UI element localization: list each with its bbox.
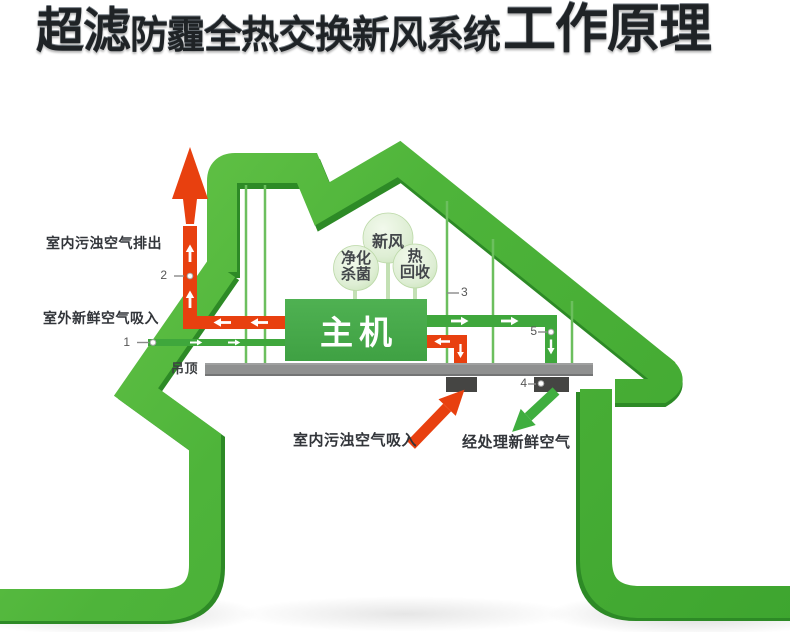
bubble-fresh-air-label: 新风 <box>362 228 414 252</box>
title-segment-2: 防霾全热交换新风系统 <box>130 14 501 57</box>
dirty-intake-vent <box>446 377 477 392</box>
main-unit-box <box>285 299 427 361</box>
bubble-purify-sterilize <box>333 245 379 291</box>
bubble-heat-recovery <box>392 243 438 289</box>
marker-leader-lines <box>137 275 547 385</box>
marker-dots <box>149 272 555 387</box>
exhaust-up-arrow-icon <box>172 147 208 224</box>
label-ceiling: 吊顶 <box>171 361 199 376</box>
label-treated-fresh-air: 经处理新鲜空气 <box>462 434 571 451</box>
marker-5: 5 <box>530 324 537 338</box>
label-indoor-dirty-air-suction: 室内污浊空气吸入 <box>293 432 418 449</box>
bubble-fresh-air-line: 新风 <box>371 234 404 251</box>
bubble-heat-recovery-label: 热 回收 <box>392 249 438 281</box>
bubble-heat-line: 热 <box>407 248 423 265</box>
label-indoor-dirty-air-out: 室内污浊空气排出 <box>46 235 162 251</box>
dirty-intake-arrow-icon <box>407 389 465 449</box>
marker-4: 4 <box>520 376 527 390</box>
bubble-purify-line: 净化 <box>340 250 371 267</box>
label-outdoor-fresh-air-in: 室外新鲜空气吸入 <box>43 310 159 326</box>
title-segment-1: 超滤 <box>36 5 131 59</box>
fresh-air-pipes <box>148 315 557 363</box>
marker-1: 1 <box>123 335 130 349</box>
marker-3: 3 <box>461 285 468 299</box>
bubble-purify-sterilize-label: 净化 杀菌 <box>331 251 381 283</box>
page-title: 超滤 防霾全热交换新风系统 工作原理 <box>36 0 712 59</box>
bubble-sterilize-line: 杀菌 <box>340 266 371 283</box>
ceiling-bar <box>205 363 593 376</box>
house-outline <box>0 140 790 621</box>
feature-bubbles <box>333 212 438 291</box>
duct-lines <box>244 185 574 363</box>
treated-fresh-arrow-icon <box>512 387 560 432</box>
marker-2: 2 <box>160 268 167 282</box>
title-segment-3: 工作原理 <box>503 0 712 59</box>
main-unit-label: 主机 <box>320 314 398 351</box>
bubble-recovery-line: 回收 <box>399 264 430 281</box>
